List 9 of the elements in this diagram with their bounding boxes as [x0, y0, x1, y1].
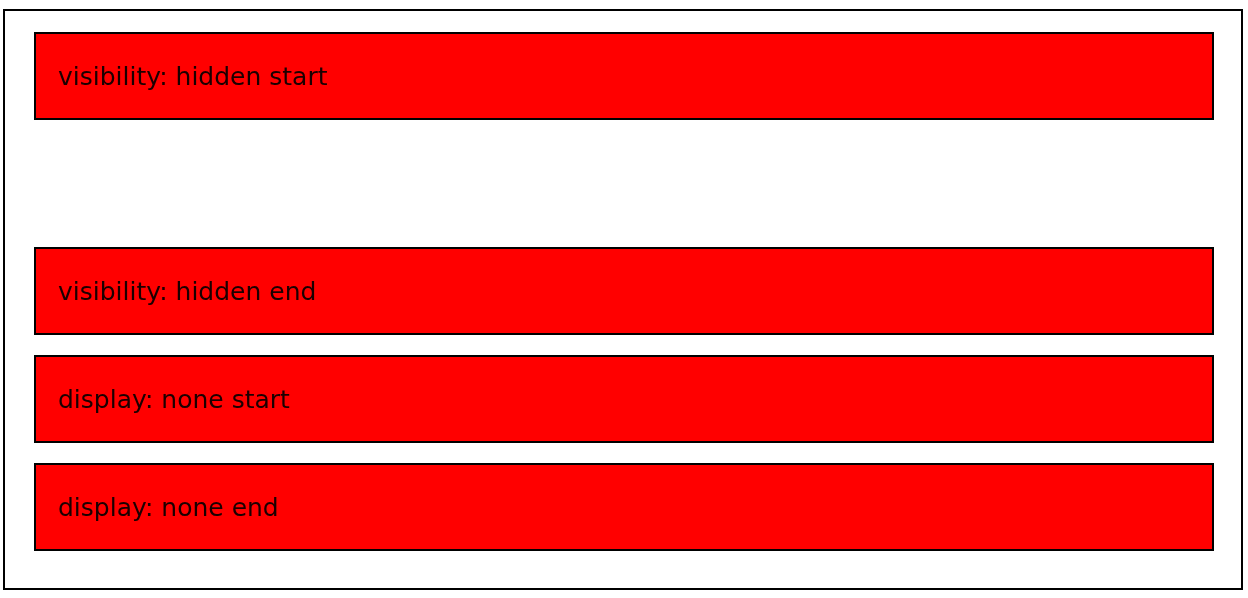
content-bar	[34, 463, 1214, 551]
container-frame	[3, 9, 1243, 590]
content-bar	[34, 355, 1214, 443]
bar-label: display: none start	[58, 384, 290, 414]
content-bar	[34, 32, 1214, 120]
content-bar	[34, 247, 1214, 335]
bar-label: visibility: hidden end	[58, 276, 317, 306]
bar-label: display: none end	[58, 492, 279, 522]
bar-label: visibility: hidden start	[58, 61, 328, 91]
